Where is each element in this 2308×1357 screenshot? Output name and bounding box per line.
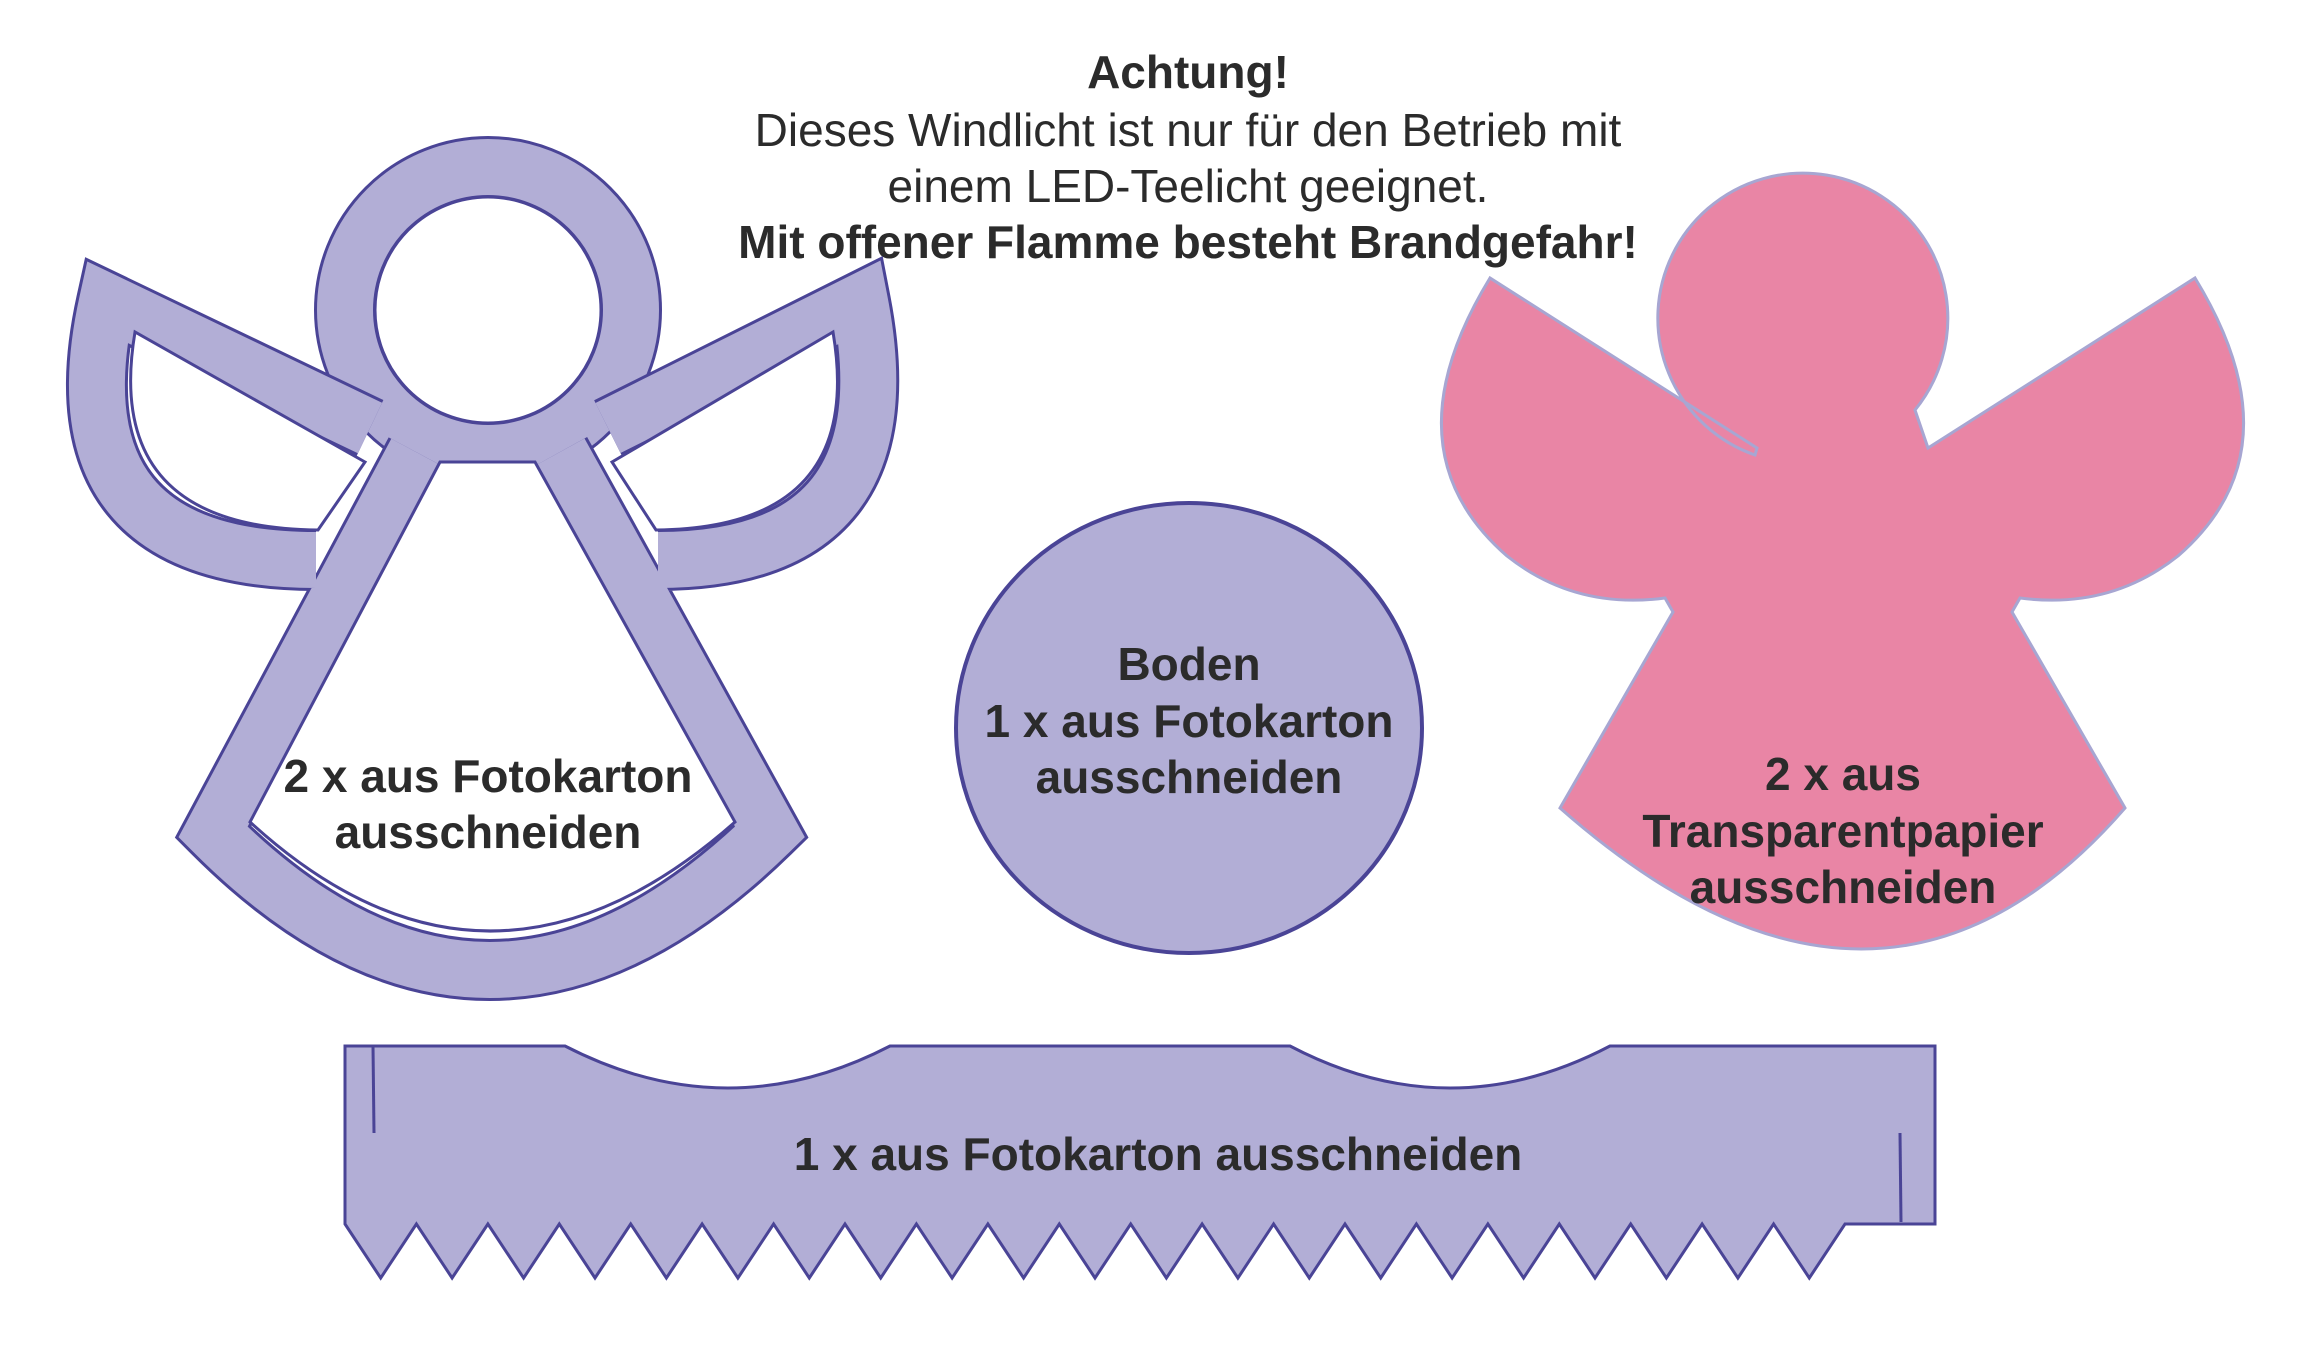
angel-frame-label-line-2: ausschneiden	[335, 806, 642, 858]
angel-transparent-label-line-1: 2 x aus	[1765, 748, 1921, 800]
angel-transparent-piece: 2 x aus Transparentpapier ausschneiden	[1439, 171, 2246, 951]
angel-frame-inner	[129, 195, 839, 933]
angel-frame-piece: 2 x aus Fotokarton ausschneiden	[65, 136, 900, 1001]
warning-notice: Achtung! Dieses Windlicht ist nur für de…	[738, 46, 1638, 268]
band-piece: 1 x aus Fotokarton ausschneiden	[343, 1044, 1937, 1281]
warning-line-2: einem LED-Teelicht geeignet.	[888, 160, 1489, 212]
band-fold-line-right	[1898, 1132, 1903, 1223]
band-fold-line-left	[371, 1045, 376, 1134]
warning-line-3: Mit offener Flamme besteht Brandgefahr!	[738, 216, 1638, 268]
angel-transparent-label-line-2: Transparentpapier	[1642, 805, 2043, 857]
warning-line-1: Dieses Windlicht ist nur für den Betrieb…	[755, 104, 1622, 156]
angel-frame-label-line-1: 2 x aus Fotokarton	[284, 750, 693, 802]
base-label-line-2: 1 x aus Fotokarton	[985, 695, 1394, 747]
base-label-line-1: Boden	[1117, 638, 1260, 690]
angel-transparent-shape	[1439, 171, 2246, 951]
angel-transparent-label-line-3: ausschneiden	[1690, 861, 1997, 913]
band-shape	[343, 1044, 1937, 1281]
base-label-line-3: ausschneiden	[1036, 751, 1343, 803]
base-circle	[954, 501, 1424, 955]
band-label: 1 x aus Fotokarton ausschneiden	[794, 1128, 1523, 1180]
angel-frame-band	[65, 136, 900, 1001]
base-piece: Boden 1 x aus Fotokarton ausschneiden	[954, 501, 1424, 955]
warning-title: Achtung!	[1087, 46, 1289, 98]
